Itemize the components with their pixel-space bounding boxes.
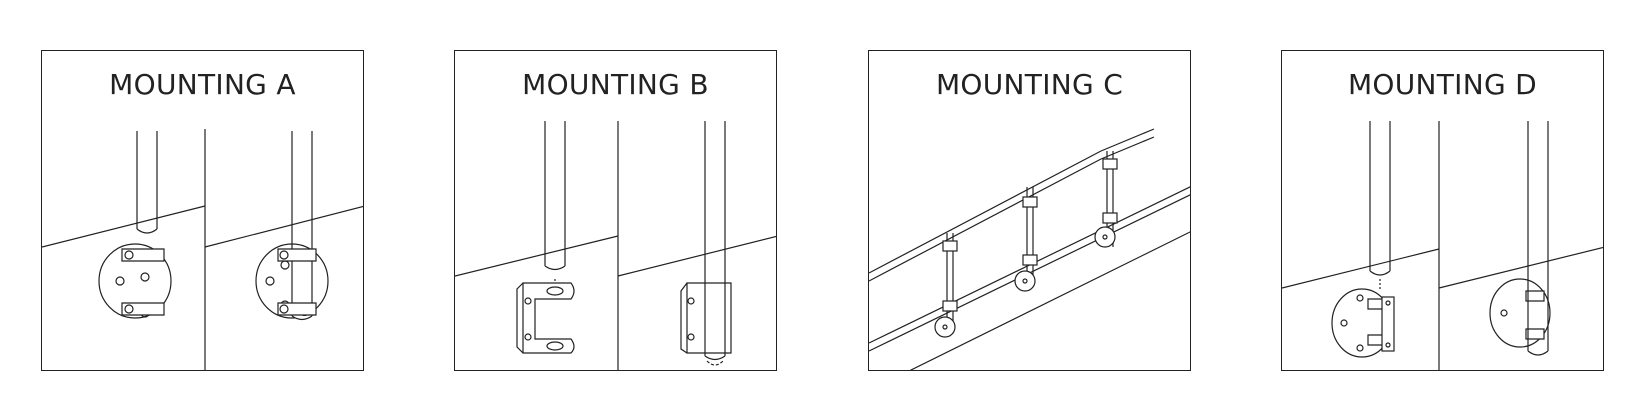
screw (1356, 344, 1364, 352)
post-clamp (1102, 158, 1118, 170)
wall-plate (934, 316, 956, 338)
screw (1500, 309, 1508, 317)
post-clamp (1022, 254, 1038, 266)
post-clamp (942, 240, 958, 252)
post-end-hidden (706, 360, 724, 366)
screw (1022, 278, 1028, 284)
wall-plate (1014, 270, 1036, 292)
clamp-top (277, 248, 317, 262)
u-bracket (686, 282, 732, 354)
stair-edge (909, 231, 1190, 370)
bracket-hole (546, 341, 564, 351)
saddle-plate (1381, 296, 1395, 352)
mounting-c-illustration (869, 128, 1190, 370)
post-clamp (1022, 196, 1038, 208)
railing-post (704, 121, 726, 361)
screw (942, 324, 948, 330)
panel-title: MOUNTING B (522, 68, 709, 101)
u-bracket-side (516, 282, 524, 354)
handrail-top (869, 150, 1102, 274)
post-clamp (1102, 212, 1118, 224)
wall-plate (98, 243, 172, 319)
wall-edge (42, 205, 206, 248)
clamp-bolt (279, 304, 289, 314)
panel-title: MOUNTING A (109, 68, 296, 101)
screw (524, 297, 532, 305)
screw (524, 333, 532, 341)
screw (1356, 294, 1364, 302)
bracket-hole (546, 286, 564, 296)
handrail-top (869, 158, 1102, 282)
mounting-a-panel: MOUNTING A (41, 50, 364, 371)
u-bracket (522, 282, 575, 354)
railing-post (1369, 121, 1391, 276)
wall-edge (455, 235, 619, 277)
mounting-b-panel: MOUNTING B (454, 50, 777, 371)
panel-title: MOUNTING D (1347, 68, 1538, 101)
railing-post (544, 121, 566, 271)
mounting-d-panel: MOUNTING D (1281, 50, 1604, 371)
handrail-top (1100, 136, 1155, 160)
mounting-c-panel: MOUNTING C (868, 50, 1191, 371)
wall-edge (1282, 248, 1440, 289)
screw (140, 272, 150, 282)
screw (115, 276, 125, 286)
post-clamp (942, 300, 958, 312)
wall-edge (617, 235, 776, 277)
clamp-top (121, 248, 165, 262)
wall-edge (204, 205, 363, 248)
clamp-bolt (124, 250, 134, 260)
mounting-b-illustration (455, 121, 776, 370)
screw (265, 276, 275, 286)
screw (1102, 234, 1108, 240)
clamp-bolt (124, 304, 134, 314)
clamp-bolt (279, 250, 289, 260)
railing-post (291, 131, 313, 321)
handrail-top (1100, 128, 1155, 152)
clamp-bottom (121, 302, 165, 316)
mounting-d-illustration (1282, 121, 1603, 370)
railing-post (136, 131, 158, 234)
railing-post (1527, 121, 1549, 356)
wall-edge (1438, 246, 1603, 289)
clamp-bottom (277, 302, 317, 316)
u-bracket-side (680, 282, 688, 354)
mounting-a-illustration (42, 129, 363, 370)
screw (687, 297, 695, 305)
panel-title: MOUNTING C (935, 68, 1124, 101)
wall-plate (1094, 226, 1116, 248)
screw (1385, 342, 1391, 348)
screw (1340, 319, 1348, 327)
screw (1385, 300, 1391, 306)
screw (687, 333, 695, 341)
